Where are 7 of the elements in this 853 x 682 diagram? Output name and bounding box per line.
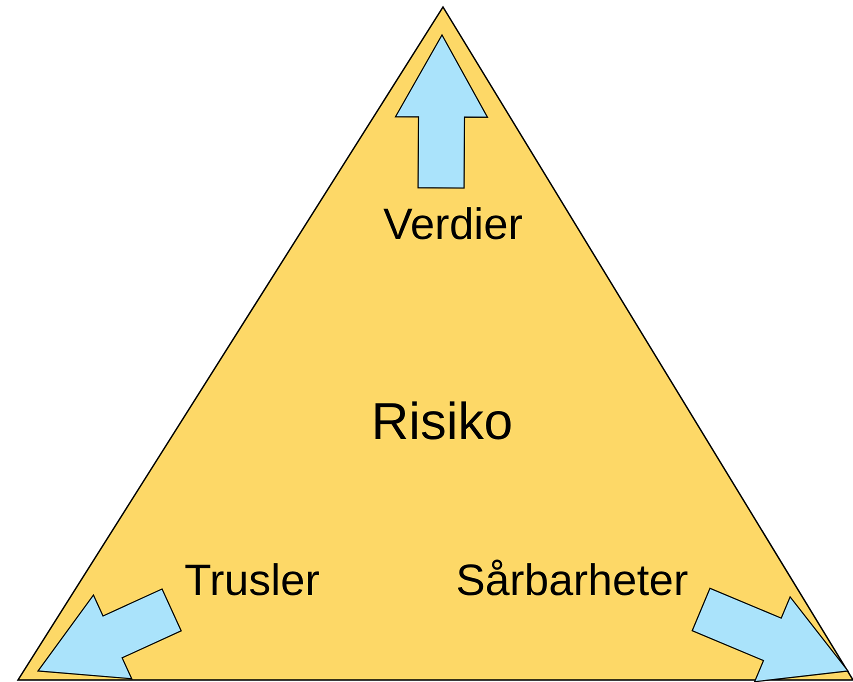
block-arrow <box>691 588 850 682</box>
corner-label: Verdier <box>383 202 523 248</box>
corner-label: Trusler <box>184 558 320 604</box>
block-arrow <box>394 34 489 189</box>
center-label: Risiko <box>371 396 513 448</box>
block-arrow <box>36 588 182 680</box>
corner-label: Sårbarheter <box>456 558 688 604</box>
